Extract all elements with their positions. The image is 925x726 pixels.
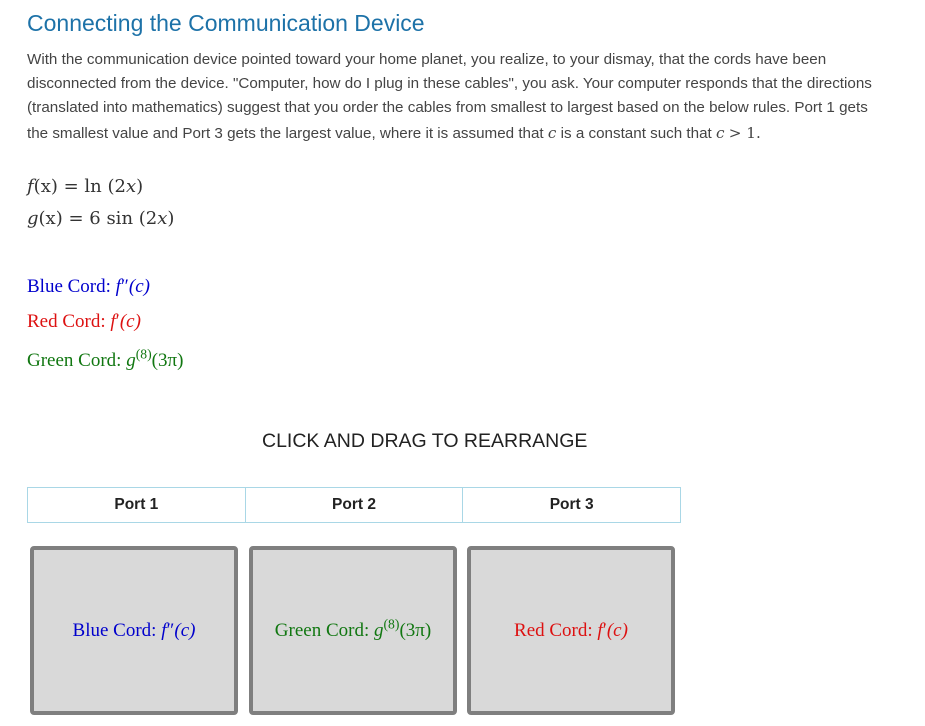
red-cord-prime: ′	[115, 311, 120, 332]
ports-header: Port 1 Port 2 Port 3	[27, 487, 681, 523]
function-g-definition: g(x) = 6 sin (2x)	[27, 208, 174, 229]
port-1-label: Port 1	[28, 488, 246, 522]
cord-card-mark: ″	[166, 619, 175, 641]
cord-card-text: Red Cord: f′(c)	[514, 620, 628, 642]
blue-cord-rule: Blue Cord: f″(c)	[27, 276, 150, 298]
draggable-cord-green[interactable]: Green Cord: g(8)(3π)	[249, 546, 457, 715]
cord-card-arg: (3π)	[399, 619, 432, 641]
cord-card-fn: f	[161, 619, 167, 641]
constant-var: c	[547, 123, 557, 142]
red-cord-rule: Red Cord: f′(c)	[27, 311, 141, 333]
green-cord-fn: g	[126, 350, 136, 371]
problem-text: With the communication device pointed to…	[27, 51, 872, 142]
cord-card-mark: (8)	[383, 615, 400, 631]
g-arg: (x)	[38, 208, 63, 229]
blue-cord-prime: ″	[120, 276, 129, 297]
g-name: g	[27, 208, 39, 229]
function-f-definition: f(x) = ln (2x)	[27, 176, 143, 197]
blue-cord-arg: (c)	[128, 276, 150, 297]
blue-cord-fn: f	[115, 276, 121, 297]
port-2-label: Port 2	[246, 488, 464, 522]
condition-rest: > 1.	[728, 123, 761, 142]
draggable-cord-blue[interactable]: Blue Cord: f″(c)	[30, 546, 238, 715]
condition-var: c	[716, 123, 725, 142]
blue-cord-label: Blue Cord:	[27, 276, 111, 297]
g-x: x	[157, 208, 168, 229]
cord-card-mark: ′	[602, 619, 607, 641]
cord-card-text: Green Cord: g(8)(3π)	[274, 617, 432, 642]
cord-card-text: Blue Cord: f″(c)	[73, 620, 196, 642]
f-name: f	[27, 176, 34, 197]
cord-card-arg: (c)	[606, 619, 628, 641]
cord-card-fn: f	[597, 619, 603, 641]
cord-card-fn: g	[374, 619, 384, 641]
page-title: Connecting the Communication Device	[27, 10, 425, 36]
f-x: x	[125, 176, 137, 197]
cord-card-label: Green Cord:	[274, 619, 370, 641]
f-close: )	[136, 176, 144, 197]
drag-instructions: CLICK AND DRAG TO REARRANGE	[262, 430, 588, 452]
cord-card-label: Blue Cord:	[72, 619, 157, 641]
red-cord-fn: f	[110, 311, 116, 332]
green-cord-label: Green Cord:	[27, 350, 122, 371]
g-close: )	[167, 208, 175, 229]
port-3-label: Port 3	[549, 496, 594, 513]
draggable-cord-red[interactable]: Red Cord: f′(c)	[467, 546, 675, 715]
g-rhs: = 6 sin (2	[68, 208, 158, 229]
problem-text-mid: is a constant such that	[560, 124, 712, 142]
problem-statement: With the communication device pointed to…	[27, 48, 872, 146]
cord-card-label: Red Cord:	[514, 619, 593, 641]
red-cord-label: Red Cord:	[27, 311, 106, 332]
green-cord-rule: Green Cord: g(8)(3π)	[27, 347, 184, 372]
green-cord-arg: (3π)	[151, 350, 184, 371]
f-arg: (x)	[33, 176, 58, 197]
cord-card-arg: (c)	[174, 619, 196, 641]
green-cord-derivative-order: (8)	[135, 346, 152, 362]
red-cord-arg: (c)	[119, 311, 141, 332]
f-rhs: = ln (2	[63, 176, 126, 197]
